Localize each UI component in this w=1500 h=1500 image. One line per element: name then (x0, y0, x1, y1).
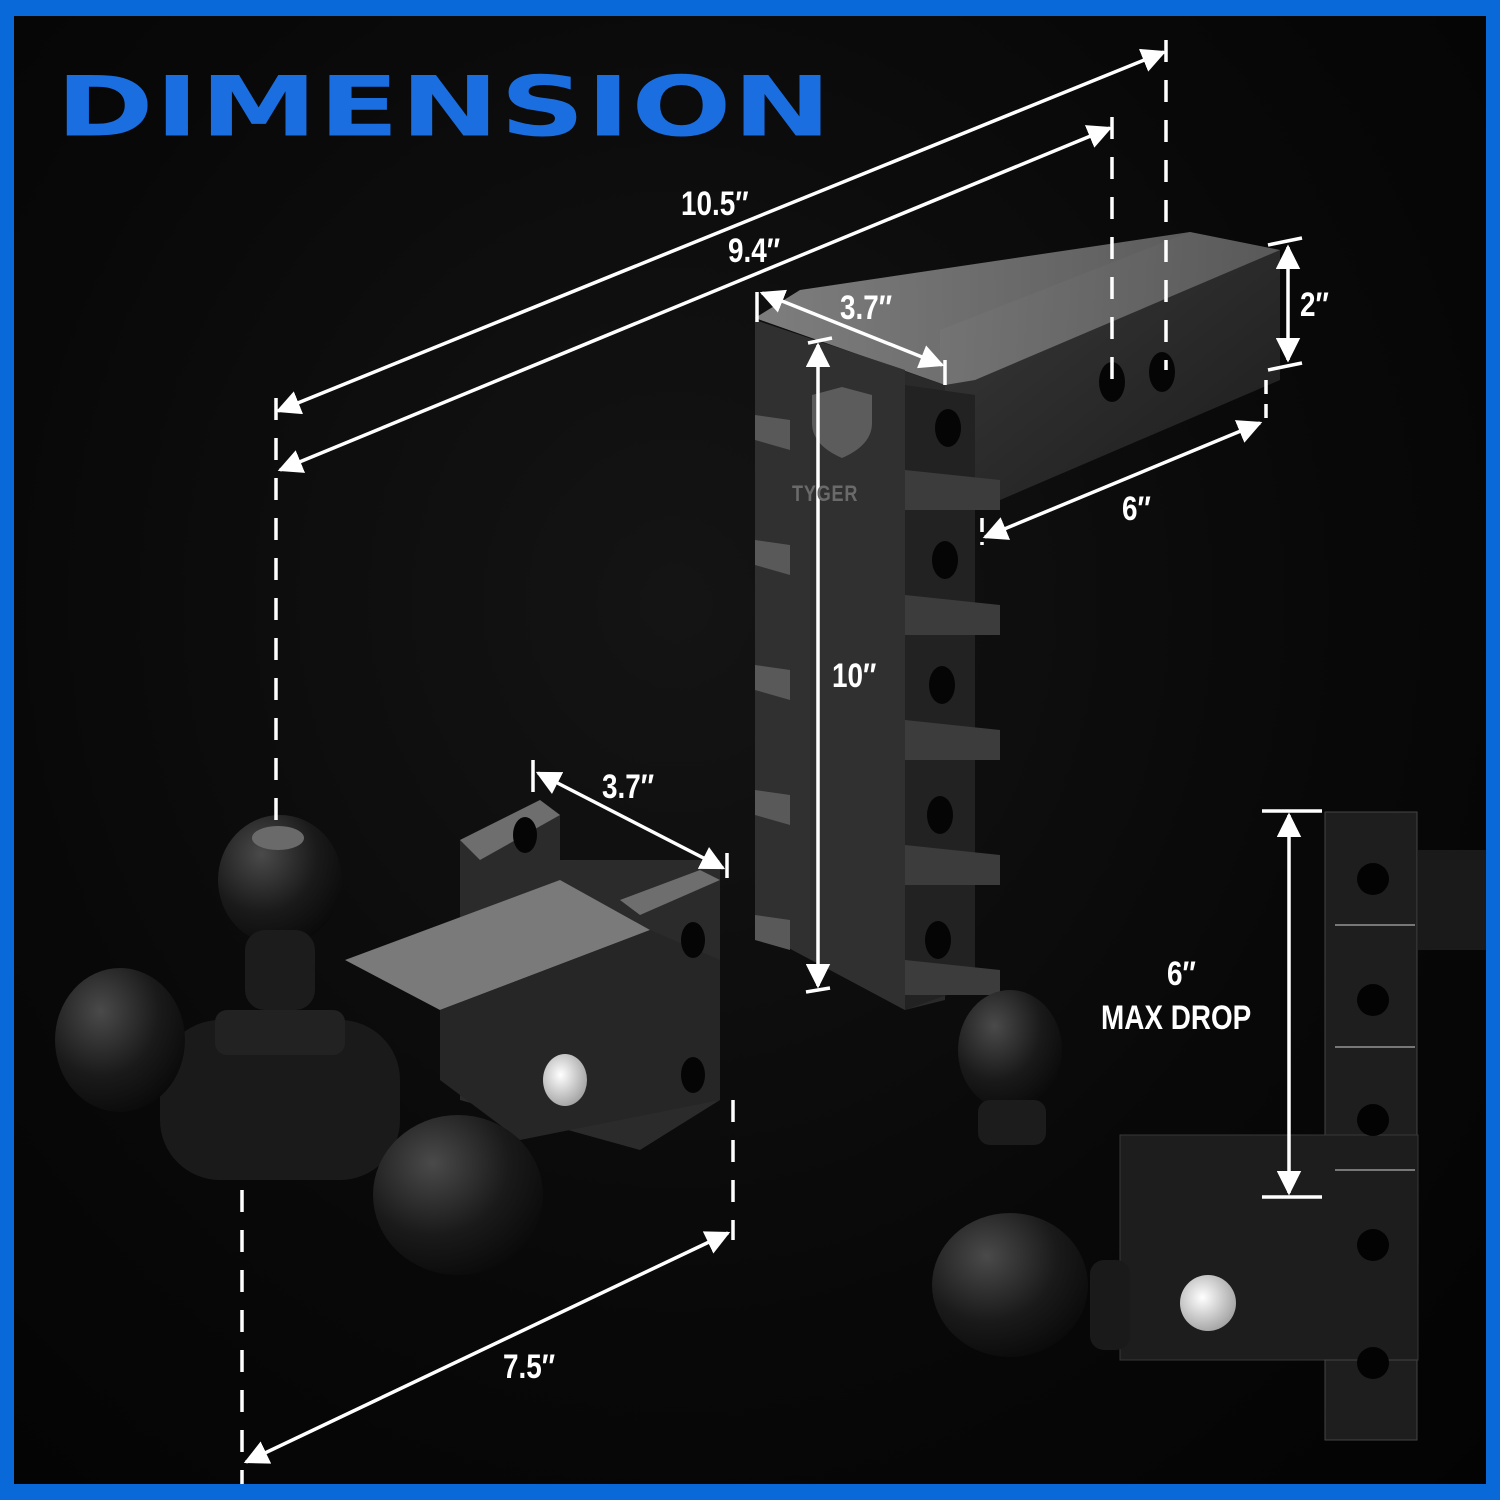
max-drop-value-label: 6″ (1167, 955, 1196, 993)
brand-logo-text: TYGER (792, 481, 859, 506)
hitch-illustration (55, 40, 1486, 1484)
tri-ball-mount (55, 800, 720, 1275)
dimension-lines (240, 40, 1322, 1484)
max-drop-label: MAX DROP (1101, 999, 1252, 1037)
shank-top-width-label: 3.7″ (840, 289, 893, 327)
ball-mount-length-label: 7.5″ (503, 1348, 556, 1386)
diagram-canvas: DIMENSION 10.5″ 9.4″ 3.7″ 2″ 6″ 10″ 3.7″… (14, 16, 1486, 1484)
drop-bar-height-label: 10″ (832, 657, 877, 695)
overall-length-label: 10.5″ (681, 185, 749, 223)
drop-bar (755, 320, 1000, 1010)
shank-height-label: 2″ (1300, 286, 1329, 324)
shank-to-pin-length-label: 9.4″ (728, 232, 781, 270)
ball-mount-width-label: 3.7″ (602, 768, 655, 806)
side-view-assembly (932, 811, 1486, 1441)
page-title: DIMENSION (56, 58, 833, 156)
shank-length-label: 6″ (1122, 490, 1151, 528)
